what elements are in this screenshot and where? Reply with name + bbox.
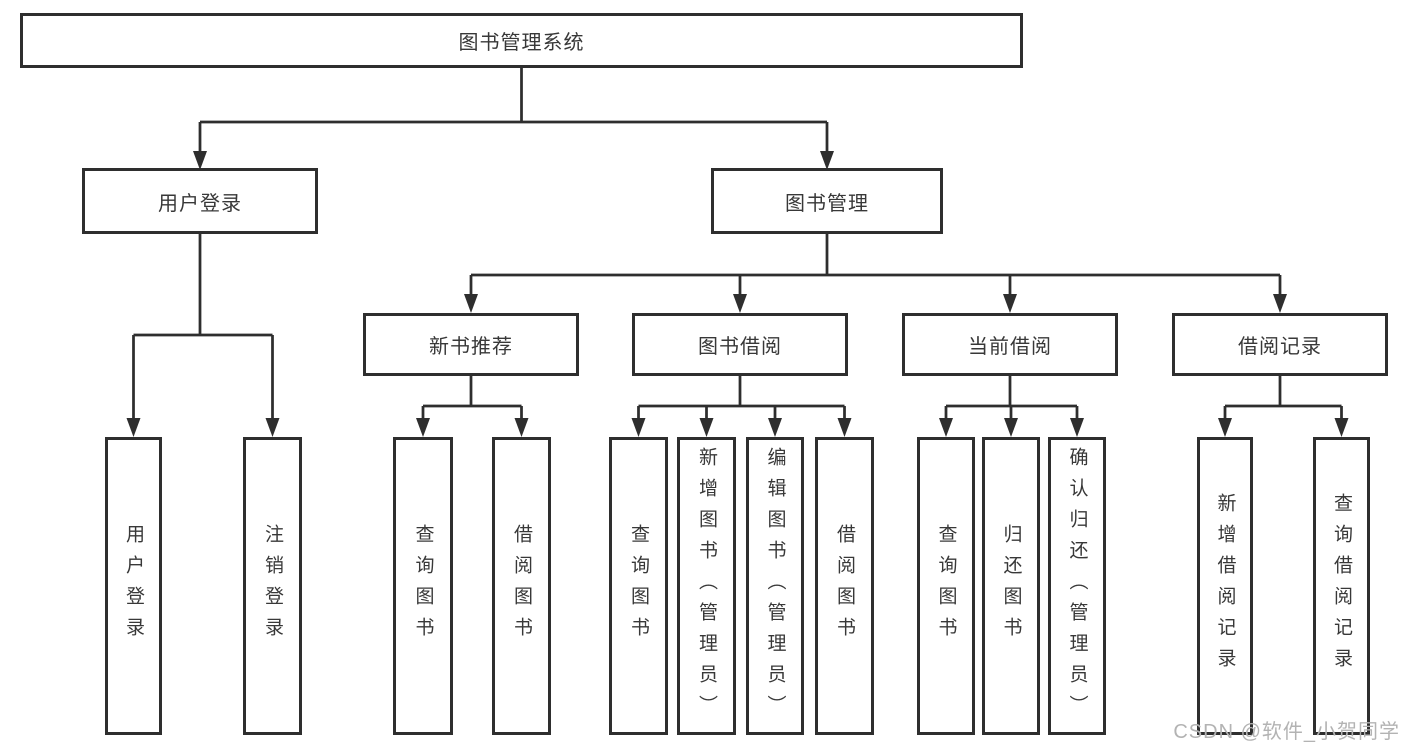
node-label: 借阅图书 (834, 524, 855, 648)
node-user-login: 用户登录 (82, 168, 318, 234)
arrowhead (820, 151, 834, 170)
arrowhead (1334, 418, 1349, 437)
arrowhead (464, 294, 478, 313)
arrowhead (631, 418, 646, 437)
arrowhead (514, 418, 529, 437)
leaf-user-login: 用户登录 (105, 437, 162, 735)
node-label: 用户登录 (158, 192, 242, 215)
node-label: 确认归还（管理员） (1066, 446, 1088, 726)
node-root: 图书管理系统 (20, 13, 1023, 68)
arrowhead (699, 418, 714, 437)
node-label: 查询借阅记录 (1331, 493, 1352, 679)
watermark: CSDN @软件_小贺同学 (1173, 721, 1400, 743)
edge-borrowing-records-to-leaves (1223, 376, 1343, 420)
arrowhead (265, 418, 280, 437)
edge-book-management-to-level3 (469, 234, 1282, 296)
leaf-query-books-recommend: 查询图书 (393, 437, 453, 735)
node-label: 查询图书 (412, 524, 434, 648)
arrowhead (193, 151, 207, 170)
arrowhead (939, 418, 953, 437)
node-label: 借阅记录 (1238, 336, 1322, 358)
node-label: 新书推荐 (429, 336, 513, 358)
arrowhead (837, 418, 852, 437)
edge-root-to-level2 (198, 68, 829, 153)
node-label: 借阅图书 (511, 524, 532, 648)
edge-current-borrowing-to-leaves (944, 376, 1079, 420)
node-label: 查询图书 (628, 524, 649, 648)
node-new-book-recommend: 新书推荐 (363, 313, 579, 376)
arrowhead (768, 418, 782, 437)
arrowhead (1003, 294, 1017, 313)
node-label: 查询图书 (935, 524, 957, 648)
leaf-return-books: 归还图书 (982, 437, 1040, 735)
arrowhead (1273, 294, 1287, 313)
leaf-confirm-return-admin: 确认归还（管理员） (1048, 437, 1106, 735)
edge-new-book-recommend-to-leaves (421, 376, 523, 420)
leaf-add-books-admin: 新增图书（管理员） (677, 437, 736, 735)
node-label: 归还图书 (1000, 524, 1022, 648)
arrowhead (733, 294, 747, 313)
arrowheads (126, 151, 1349, 437)
node-label: 编辑图书（管理员） (764, 446, 786, 726)
node-label: 图书借阅 (698, 336, 782, 358)
connector-paths (132, 68, 1343, 420)
node-book-borrowing: 图书借阅 (632, 313, 848, 376)
node-label: 图书管理系统 (458, 32, 585, 54)
node-book-management: 图书管理 (711, 168, 943, 234)
arrowhead (126, 418, 141, 437)
node-label: 用户登录 (123, 524, 144, 648)
node-current-borrowing: 当前借阅 (902, 313, 1118, 376)
leaf-query-borrow-record: 查询借阅记录 (1313, 437, 1370, 735)
node-label: 当前借阅 (968, 336, 1052, 358)
leaf-add-borrow-record: 新增借阅记录 (1197, 437, 1253, 735)
node-label: 新增图书（管理员） (696, 446, 717, 726)
node-borrowing-records: 借阅记录 (1172, 313, 1388, 376)
leaf-borrow-books-recommend: 借阅图书 (492, 437, 551, 735)
node-label: 新增借阅记录 (1214, 493, 1236, 679)
arrowhead (1070, 418, 1084, 437)
edge-user-login-to-leaves (132, 234, 274, 420)
arrowhead (416, 418, 430, 437)
leaf-logout: 注销登录 (243, 437, 302, 735)
arrowhead (1218, 418, 1232, 437)
leaf-edit-books-admin: 编辑图书（管理员） (746, 437, 804, 735)
leaf-query-books-current: 查询图书 (917, 437, 975, 735)
edge-book-borrowing-to-leaves (637, 376, 846, 420)
leaf-borrow-books-borrowing: 借阅图书 (815, 437, 874, 735)
node-label: 图书管理 (785, 192, 869, 215)
node-label: 注销登录 (262, 524, 283, 648)
leaf-query-books-borrowing: 查询图书 (609, 437, 668, 735)
arrowhead (1004, 418, 1018, 437)
